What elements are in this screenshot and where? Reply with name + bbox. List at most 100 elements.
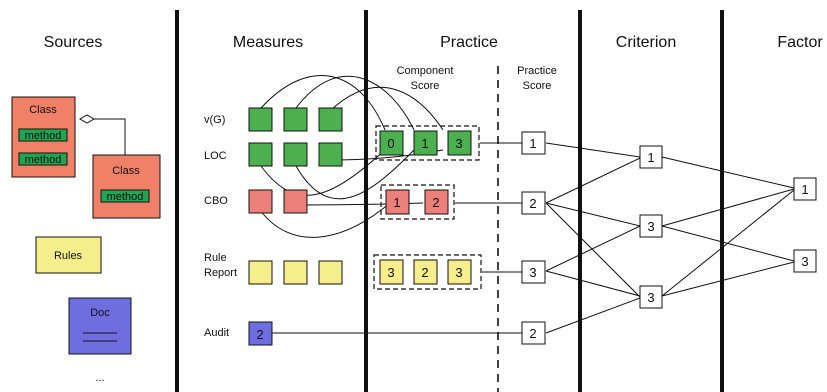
cbo-square-1 (248, 189, 273, 214)
practice-score-box-4 (521, 321, 546, 345)
criterion-score-2: 3 (647, 219, 654, 234)
header-factor: Factor (777, 34, 823, 51)
criterion-box-1 (639, 145, 663, 169)
component-yellow-2-value: 2 (421, 265, 428, 280)
link-p2-c3 (545, 202, 641, 298)
sources-ellipsis: ... (95, 372, 104, 384)
method-bar-2 (18, 152, 68, 166)
factor-box-1 (793, 177, 817, 201)
rules-label: Rules (54, 250, 83, 262)
component-yellow-3-value: 3 (455, 265, 462, 280)
practice-score-1: 1 (529, 136, 536, 151)
practice-score-box-1 (521, 131, 546, 155)
component-green-2-value: 1 (421, 136, 428, 151)
measure-squares: 2 (248, 107, 343, 346)
doc-label: Doc (90, 307, 110, 319)
component-score-label-line2: Score (411, 80, 440, 92)
link-p3-c2 (545, 225, 641, 272)
wire-vg-1-to-component (260, 75, 386, 131)
rule-square-2 (283, 260, 308, 285)
measure-label-audit: Audit (204, 327, 229, 339)
criterion-score-1: 1 (647, 150, 654, 165)
practice-score-box-3 (521, 260, 546, 284)
wire-vg-3-to-component (330, 86, 444, 131)
component-green-3 (447, 130, 472, 156)
rules-box (35, 236, 102, 274)
method-bar-1 (18, 128, 68, 142)
loc-square-2 (283, 142, 308, 167)
wire-loc-2-to-component (295, 149, 415, 200)
vg-square-3 (318, 107, 343, 132)
link-p2-c1 (545, 157, 641, 204)
link-p4-c3 (545, 297, 641, 334)
measure-label-loc: LOC (204, 150, 227, 162)
class-box-2-title: Class (112, 165, 140, 177)
loc-square-1 (248, 142, 273, 167)
criterion-score-3: 3 (647, 290, 654, 305)
method-bar-3 (100, 189, 150, 203)
component-group-green (375, 125, 480, 161)
component-red-2-value: 2 (432, 195, 439, 210)
practice-score-label-line1: Practice (517, 65, 557, 77)
audit-square (248, 321, 273, 346)
link-p1-c1 (545, 142, 641, 158)
component-red-1-value: 1 (393, 195, 400, 210)
component-green-1-value: 0 (387, 136, 394, 151)
wire-vg-2-to-component (295, 75, 415, 131)
component-red-1 (385, 189, 410, 215)
practice-score-box-2 (521, 191, 546, 215)
component-yellow-1-value: 3 (387, 265, 394, 280)
measure-label-rule-line1: Rule (204, 252, 227, 264)
criterion-box-3 (639, 285, 663, 309)
class-box-2: Class method (92, 154, 161, 219)
header-sources: Sources (44, 34, 103, 51)
method-label-2: method (25, 154, 62, 166)
factor-score-1: 1 (801, 182, 808, 197)
doc-box (68, 297, 132, 355)
aggregation-diamond-icon (78, 114, 96, 124)
practice-score-label-line2: Score (523, 80, 552, 92)
criterion-box-2 (639, 214, 663, 238)
link-c2-f1 (661, 188, 795, 227)
measure-label-vg: v(G) (204, 114, 225, 126)
measure-label-cbo: CBO (204, 195, 228, 207)
component-green-2 (413, 130, 438, 156)
class-box-1-title: Class (29, 104, 57, 116)
rule-square-3 (318, 260, 343, 285)
score-links (455, 142, 795, 334)
rule-square-1 (248, 260, 273, 285)
header-measures: Measures (233, 34, 303, 51)
method-label-3: method (107, 191, 144, 203)
practice-score-3: 3 (529, 265, 536, 280)
component-group-yellow (373, 254, 482, 290)
vg-square-2 (283, 107, 308, 132)
audit-square-value: 2 (256, 327, 263, 342)
aggregation-link (94, 118, 126, 155)
vg-square-1 (248, 107, 273, 132)
practice-score-4: 2 (529, 326, 536, 341)
factor-box-2 (793, 249, 817, 273)
loc-square-3 (318, 142, 343, 167)
link-p2-c2 (545, 202, 641, 227)
header-criterion: Criterion (616, 34, 676, 51)
link-c3-f2 (661, 261, 795, 297)
header-practice: Practice (440, 34, 498, 51)
component-green-3-value: 3 (455, 136, 462, 151)
component-green-1 (379, 130, 404, 156)
class-box-1: Class method method (11, 96, 76, 178)
link-p3-c3 (545, 270, 641, 297)
measure-label-rule-line2: Report (204, 267, 237, 279)
component-group-red (380, 184, 455, 220)
component-yellow-2 (413, 259, 438, 285)
practice-score-2: 2 (529, 196, 536, 211)
cbo-square-2 (283, 189, 308, 214)
link-c3-f1 (661, 189, 795, 297)
component-score-label-line1: Component (397, 65, 454, 77)
link-c1-f1 (661, 156, 795, 189)
component-yellow-1 (379, 259, 404, 285)
component-red-2 (424, 189, 449, 215)
method-label-1: method (25, 130, 62, 142)
wire-cbo-1-to-component (259, 202, 391, 238)
component-yellow-3 (447, 259, 472, 285)
